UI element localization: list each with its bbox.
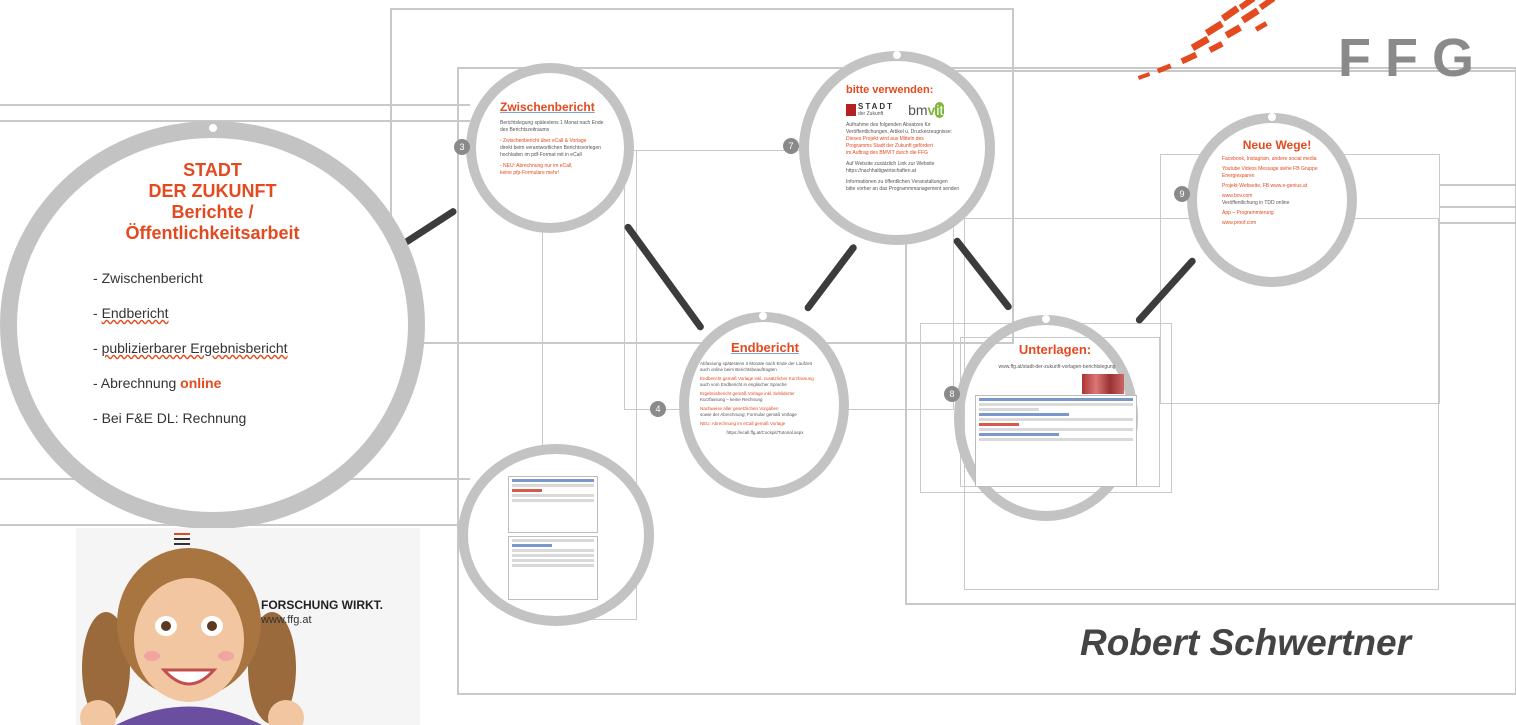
unterlagen-url[interactable]: www.ffg.at/stadt-der-zukunft-vorlagen-be… [998, 364, 1116, 370]
list-item: - Abrechnung online [93, 375, 222, 391]
list-item: - publizierbarer Ergebnisbericht [93, 340, 288, 356]
list-item: - Bei F&E DL: Rechnung [93, 410, 247, 426]
circle-anchor-dot [1042, 315, 1050, 323]
logo-row: STADT der Zukunft bmvit [846, 102, 966, 118]
overview-title-line: DER ZUKUNFT [148, 181, 277, 201]
step-number-badge[interactable]: 3 [454, 139, 470, 155]
bmvit-logo: bmvit [908, 102, 945, 118]
canvas-line [1440, 184, 1516, 186]
zwischenbericht-content: Zwischenbericht Berichtslegung spätesten… [500, 100, 604, 177]
child-photo [80, 548, 304, 725]
endbericht-text: Abfassung spätestens 3 Monate nach Ende … [700, 361, 814, 435]
step-number-badge[interactable]: 8 [944, 386, 960, 402]
neue-wege-content: Neue Wege! Facebook, Instagram, andere s… [1222, 138, 1332, 227]
overview-title: STADT DER ZUKUNFT Berichte / Öffentlichk… [105, 160, 320, 244]
endbericht-title: Endbericht [731, 340, 799, 355]
presenter-name: Robert Schwertner [1080, 622, 1412, 663]
unterlagen-screenshot[interactable] [975, 395, 1137, 487]
neue-wege-text: Facebook, Instagram, andere social media… [1222, 156, 1318, 226]
canvas-line [0, 104, 470, 106]
step-number-badge[interactable]: 7 [783, 138, 799, 154]
screenshot-thumbnail[interactable] [508, 476, 598, 533]
circle-anchor-dot [759, 312, 767, 320]
zwischenbericht-text: Berichtslegung spätestens 1 Monat nach E… [500, 120, 604, 176]
screenshot-thumbnail[interactable] [508, 536, 598, 600]
circle-anchor-dot [209, 124, 217, 132]
ffg-wordmark: FFG [1338, 28, 1488, 88]
canvas-line [1440, 206, 1516, 208]
zwischenbericht-circle[interactable] [466, 63, 634, 233]
overview-title-line: Öffentlichkeitsarbeit [125, 223, 300, 243]
list-item: - Zwischenbericht [93, 270, 203, 286]
ad-url: www.ffg.at [261, 614, 312, 626]
unterlagen-title: Unterlagen: [1018, 342, 1092, 357]
overview-list: - Zwischenbericht - Endbericht - publizi… [93, 270, 333, 445]
bitte-text: Aufnahme des folgenden Absatzes für Verö… [846, 122, 960, 192]
stadt-logo: STADT der Zukunft [846, 103, 894, 117]
zwischenbericht-title: Zwischenbericht [500, 100, 595, 114]
stadt-logo-icon [846, 104, 856, 116]
step-number-badge[interactable]: 4 [650, 401, 666, 417]
ad-headline: FORSCHUNG WIRKT. [261, 598, 383, 612]
neue-wege-title: Neue Wege! [1242, 138, 1312, 152]
bitte-content: bitte verwenden: STADT der Zukunft bmvit… [846, 84, 966, 193]
ffg-logo: FFG [1135, 0, 1516, 92]
bitte-title: bitte verwenden: [846, 84, 934, 96]
forschung-wirkt-ad: FORSCHUNG WIRKT. www.ffg.at [76, 528, 420, 725]
canvas-line [0, 120, 470, 122]
unterlagen-image-strip [1082, 374, 1124, 394]
overview-title-line: Berichte / [171, 202, 254, 222]
step-number-badge[interactable]: 9 [1174, 186, 1190, 202]
ffg-swoosh-icon [1137, 0, 1276, 80]
ad-menu-icon [174, 533, 190, 545]
canvas-line [1440, 222, 1516, 224]
circle-anchor-dot [893, 51, 901, 59]
list-item: - Endbericht [93, 305, 169, 321]
overview-title-line: STADT [183, 160, 242, 180]
circle-anchor-dot [1268, 113, 1276, 121]
endbericht-content: Endbericht Abfassung spätestens 3 Monate… [700, 340, 830, 436]
